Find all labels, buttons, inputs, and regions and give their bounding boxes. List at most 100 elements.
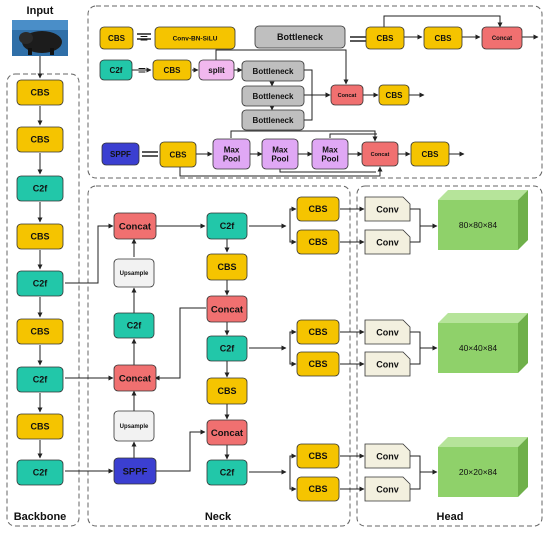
head-cbs-2: CBS	[296, 229, 340, 255]
neck-upsample-bottom: Upsample	[113, 410, 155, 442]
legend-c2f-key: C2f	[99, 59, 133, 81]
neck-cbs-right-1-label: CBS	[217, 262, 236, 272]
head-cbs-3-label: CBS	[308, 327, 327, 337]
backbone-cbs-8-label: CBS	[30, 422, 49, 432]
head-conv-1: Conv	[364, 196, 411, 222]
legend-sppf-out-cbs-label: CBS	[422, 150, 440, 159]
head-frame	[356, 185, 543, 527]
neck-c2f-right-2-label: C2f	[220, 344, 236, 354]
backbone-c2f-5-label: C2f	[33, 279, 49, 289]
neck-concat-right-1-label: Concat	[211, 304, 244, 315]
legend-sppf-maxpool-3-label: Pool	[321, 154, 338, 163]
legend-cbs-key-label: CBS	[108, 34, 126, 43]
backbone-c2f-9-label: C2f	[33, 468, 49, 478]
legend-c2f-bottleneck-3-label: Bottleneck	[253, 116, 294, 125]
legend-c2f-key-label: C2f	[110, 66, 123, 75]
head-conv-4: Conv	[364, 351, 411, 377]
head-title: Head	[437, 511, 464, 523]
output-20-cube-label: 20×20×84	[459, 467, 498, 477]
legend-sppf-maxpool-2-label: Pool	[271, 154, 288, 163]
neck-concat-mid-label: Concat	[119, 373, 152, 384]
backbone-c2f-3: C2f	[16, 175, 64, 202]
backbone-c2f-7-label: C2f	[33, 375, 49, 385]
neck-upsample-top: Upsample	[113, 258, 155, 288]
backbone-cbs-6-label: CBS	[30, 327, 49, 337]
head-conv-5: Conv	[364, 443, 411, 469]
input-label: Input	[27, 5, 54, 17]
head-conv-4-label: Conv	[376, 360, 399, 370]
legend-bottleneck-cbs-1-label: CBS	[377, 34, 395, 43]
neck-cbs-right-2: CBS	[206, 377, 248, 405]
backbone-cbs-2: CBS	[16, 126, 64, 153]
head-cbs-4: CBS	[296, 351, 340, 377]
legend-c2f-cbs: CBS	[152, 59, 192, 81]
neck-frame	[87, 185, 351, 527]
neck-c2f-left-1: C2f	[113, 312, 155, 339]
head-conv-2: Conv	[364, 229, 411, 255]
neck-title: Neck	[205, 511, 232, 523]
neck-upsample-bottom-label: Upsample	[120, 424, 149, 430]
backbone-c2f-9: C2f	[16, 459, 64, 486]
head-cbs-5: CBS	[296, 443, 340, 469]
head-conv-1-label: Conv	[376, 205, 399, 215]
connections	[37, 15, 539, 492]
neck-concat-right-2: Concat	[206, 419, 248, 446]
legend-c2f-equals: =	[138, 62, 146, 78]
legend-sppf-maxpool-1-label: Max	[224, 145, 240, 154]
neck-c2f-right-1: C2f	[206, 212, 248, 240]
head-cbs-6-label: CBS	[308, 484, 327, 494]
legend-bottleneck-cbs-2-label: CBS	[435, 34, 453, 43]
neck-concat-mid: Concat	[113, 364, 157, 392]
backbone-frame	[6, 73, 80, 527]
legend-sppf-out-cbs: CBS	[410, 141, 450, 167]
backbone-cbs-1: CBS	[16, 79, 64, 106]
backbone-title: Backbone	[14, 511, 67, 523]
legend-sppf-key: SPPF	[101, 142, 140, 166]
legend-bottleneck-concat-label: Concat	[492, 36, 512, 42]
head-cbs-3: CBS	[296, 319, 340, 345]
head-cbs-4-label: CBS	[308, 359, 327, 369]
neck-concat-right-1: Concat	[206, 295, 248, 323]
legend-bottleneck-concat: Concat	[481, 26, 523, 50]
output-80-cube-label: 80×80×84	[459, 220, 498, 230]
legend-c2f-bottleneck-2: Bottleneck	[241, 85, 305, 107]
neck-upsample-top-label: Upsample	[120, 271, 149, 277]
legend-c2f-bottleneck-3: Bottleneck	[241, 109, 305, 131]
neck-c2f-right-3: C2f	[206, 459, 248, 486]
head-conv-6: Conv	[364, 476, 411, 502]
input-image	[12, 20, 68, 56]
output-40-cube: 40×40×84	[438, 313, 528, 373]
neck-c2f-left-1-label: C2f	[127, 321, 143, 331]
legend-conv-bn-silu: Conv-BN-SiLU	[154, 26, 236, 50]
legend-c2f-concat-label: Concat	[338, 93, 357, 99]
legend-sppf-maxpool-3-label: Max	[322, 145, 338, 154]
neck-concat-top-label: Concat	[119, 221, 152, 232]
legend-bottleneck-cbs-2: CBS	[423, 26, 463, 50]
legend-c2f-split: split	[198, 59, 235, 81]
head-cbs-2-label: CBS	[308, 237, 327, 247]
head-conv-6-label: Conv	[376, 485, 399, 495]
legend-cbs-equals: =	[140, 30, 148, 46]
legend-c2f-bottleneck-2-label: Bottleneck	[253, 92, 294, 101]
legend-cbs-key: CBS	[99, 26, 134, 50]
output-20-cube: 20×20×84	[438, 437, 528, 497]
legend-sppf-key-label: SPPF	[110, 150, 131, 159]
backbone-c2f-3-label: C2f	[33, 184, 49, 194]
neck-c2f-right-1-label: C2f	[220, 221, 236, 231]
backbone-cbs-4: CBS	[16, 223, 64, 250]
module-legend-frame	[87, 5, 543, 179]
legend-bottleneck-key-label: Bottleneck	[277, 32, 324, 42]
legend-c2f-cbs-label: CBS	[164, 66, 182, 75]
neck-cbs-right-1: CBS	[206, 253, 248, 281]
legend-c2f-concat: Concat	[330, 84, 364, 106]
head-cbs-1: CBS	[296, 196, 340, 222]
neck-c2f-right-3-label: C2f	[220, 468, 236, 478]
output-80-cube: 80×80×84	[438, 190, 528, 250]
legend-c2f-bottleneck-1: Bottleneck	[241, 60, 305, 82]
legend-sppf-maxpool-1-label: Pool	[223, 154, 240, 163]
neck-cbs-right-2-label: CBS	[217, 386, 236, 396]
